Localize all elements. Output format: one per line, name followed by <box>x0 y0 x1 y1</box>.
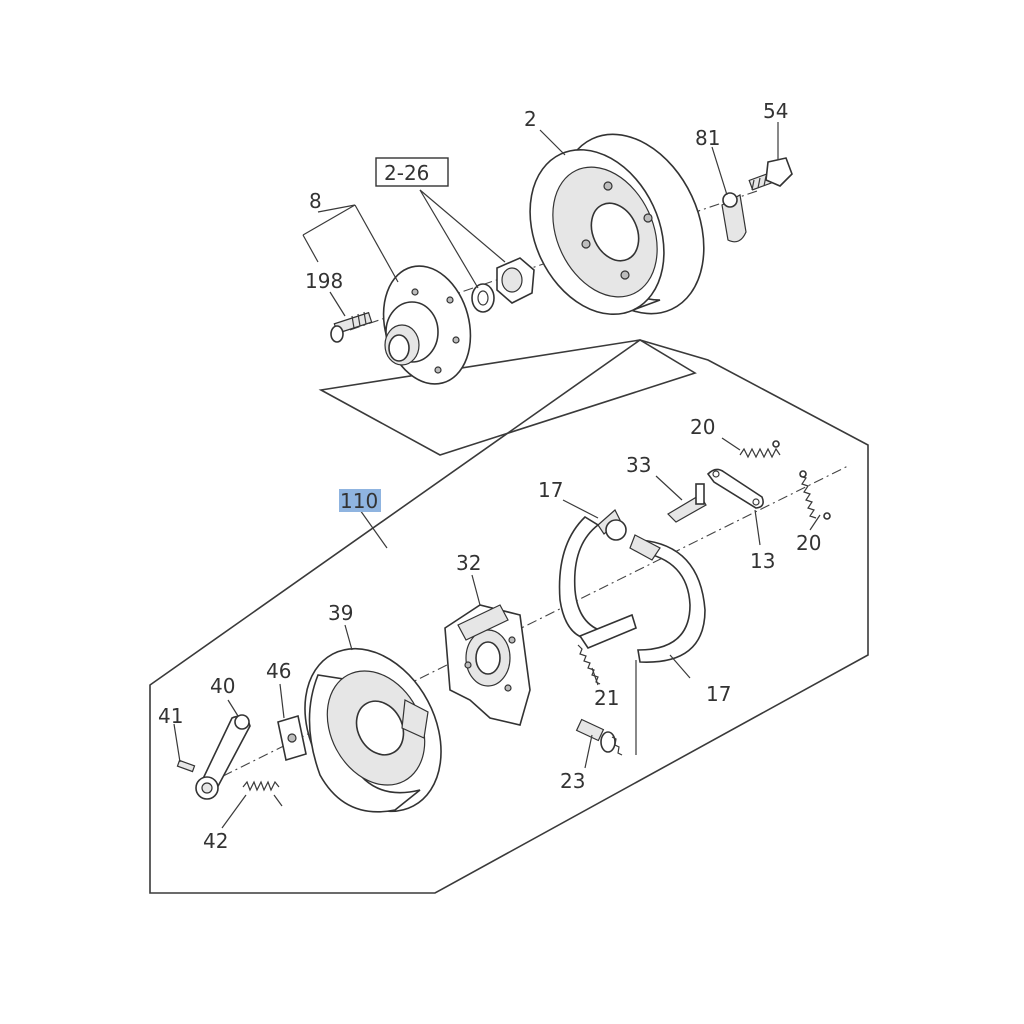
brake-shoe-part-17-back[interactable] <box>558 509 637 649</box>
callout-2[interactable]: 2 <box>524 107 537 131</box>
spring-part-20-upper[interactable] <box>739 440 781 459</box>
callout-32[interactable]: 32 <box>456 551 481 575</box>
bolt-part-198[interactable] <box>330 311 373 343</box>
callout-39[interactable]: 39 <box>328 601 353 625</box>
callout-13[interactable]: 13 <box>750 549 775 573</box>
callout-81[interactable]: 81 <box>695 126 720 150</box>
brake-drum-part-2[interactable] <box>504 111 731 337</box>
callout-42[interactable]: 42 <box>203 829 228 853</box>
leader-lines <box>173 122 821 829</box>
spring-part-20-right[interactable] <box>799 470 831 520</box>
callout-40[interactable]: 40 <box>210 674 235 698</box>
callout-20-upper[interactable]: 20 <box>690 415 715 439</box>
pin-part-41[interactable] <box>176 759 196 773</box>
bolt-part-54[interactable] <box>748 157 793 191</box>
nut-washer-part-2-26[interactable] <box>471 257 535 313</box>
spring-part-21[interactable] <box>577 644 601 685</box>
adjuster-part-23[interactable] <box>575 718 623 756</box>
assembly-110-frame <box>149 339 869 894</box>
callout-41[interactable]: 41 <box>158 704 183 728</box>
bracket-part-32[interactable] <box>444 604 531 726</box>
brake-shoe-part-17-front[interactable] <box>629 534 706 663</box>
hub-part-8[interactable] <box>371 256 483 394</box>
callout-20-right[interactable]: 20 <box>796 531 821 555</box>
callout-8[interactable]: 8 <box>309 189 322 213</box>
callout-23[interactable]: 23 <box>560 769 585 793</box>
callout-110-highlight <box>339 489 381 512</box>
callout-33[interactable]: 33 <box>626 453 651 477</box>
callout-110[interactable]: 110 <box>340 489 378 513</box>
pin-part-33[interactable] <box>667 483 707 523</box>
hub-group-frame <box>318 339 697 456</box>
spring-part-42[interactable] <box>242 780 283 807</box>
callout-54[interactable]: 54 <box>763 99 788 123</box>
plate-part-46[interactable] <box>277 714 307 762</box>
callout-46[interactable]: 46 <box>266 659 291 683</box>
strut-part-13[interactable] <box>706 468 764 509</box>
callout-17-lower[interactable]: 17 <box>706 682 731 706</box>
callout-17-upper[interactable]: 17 <box>538 478 563 502</box>
backing-plate-part-39[interactable] <box>278 625 468 835</box>
callout-21[interactable]: 21 <box>594 686 619 710</box>
callout-198[interactable]: 198 <box>305 269 343 293</box>
plate-part-81[interactable] <box>721 192 747 243</box>
callout-2-26[interactable]: 2-26 <box>384 161 429 185</box>
callout-2-26-box <box>375 157 449 187</box>
lever-part-40[interactable] <box>195 714 251 800</box>
